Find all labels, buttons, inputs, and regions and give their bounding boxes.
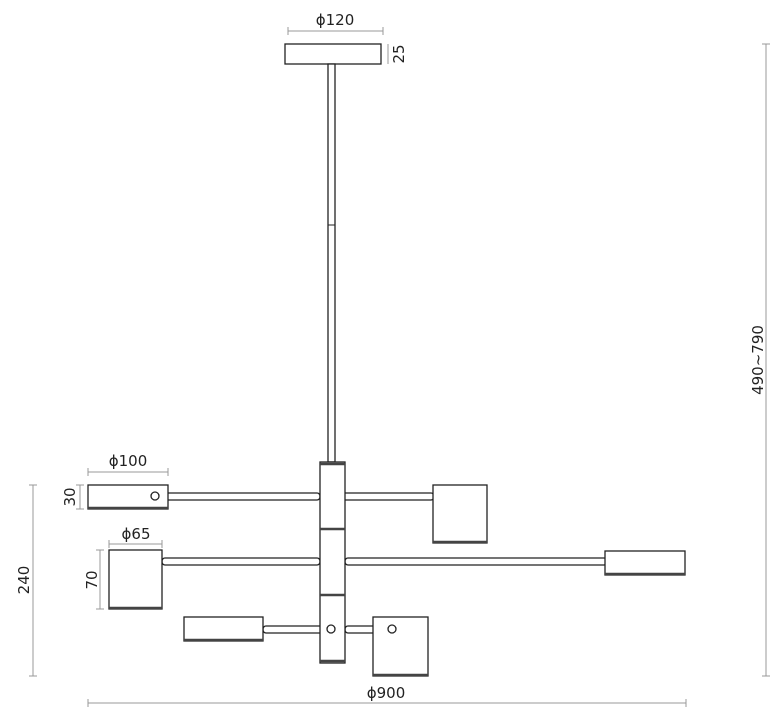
arm-mid-left (161, 557, 321, 566)
canopy (284, 43, 382, 65)
dimension-lines (29, 27, 770, 707)
shade-long-mid-right (604, 550, 686, 576)
long-shade-diameter-label: ϕ100 (109, 452, 148, 470)
overall-diameter-label: ϕ900 (367, 684, 406, 702)
suspension-rod (327, 63, 336, 463)
arm-top-left (151, 492, 321, 501)
canopy-diameter-label: ϕ120 (316, 11, 355, 29)
short-shade-height-label: 70 (83, 570, 101, 589)
arm-mid-right (344, 557, 608, 566)
shades (87, 484, 686, 677)
overall-height-label: 490~790 (749, 325, 767, 395)
short-shade-diameter-label: ϕ65 (122, 525, 151, 543)
shade-short-top-right (432, 484, 488, 544)
arms (151, 492, 608, 634)
shade-short-mid-left (108, 549, 163, 610)
long-shade-height-label: 30 (61, 487, 79, 506)
shade-long-low-left (183, 616, 264, 642)
shade-short-low-right (372, 616, 429, 677)
arm-top-right (338, 492, 435, 501)
canopy-height-label: 25 (390, 44, 408, 63)
body-height-label: 240 (15, 566, 33, 595)
